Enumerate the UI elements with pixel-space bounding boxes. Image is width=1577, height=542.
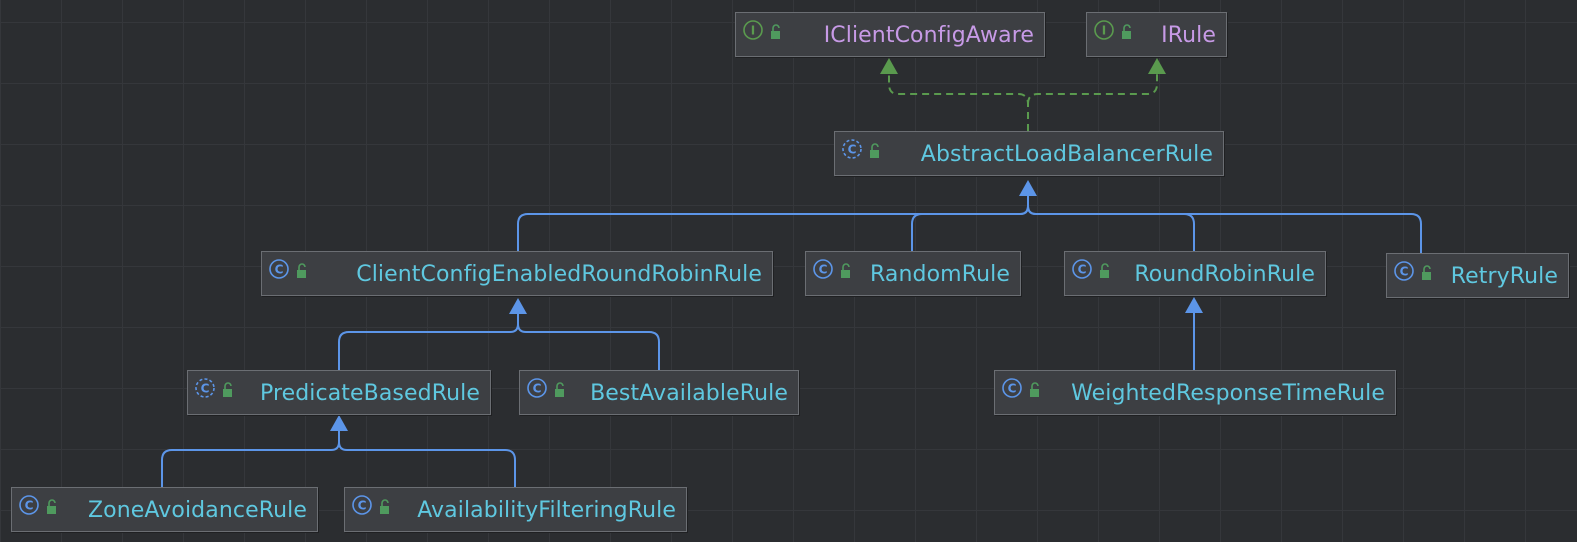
svg-text:C: C: [275, 263, 284, 277]
inheritance-arrowhead: [509, 298, 527, 314]
class-icon: C: [352, 495, 412, 519]
node-label: IRule: [1161, 23, 1216, 48]
lock-icon: [1100, 263, 1109, 278]
node-label: BestAvailableRule: [590, 381, 788, 406]
node-randomrule[interactable]: C RandomRule: [805, 251, 1021, 296]
node-roundrobinrule[interactable]: C RoundRobinRule: [1064, 251, 1326, 296]
svg-text:C: C: [358, 499, 367, 513]
node-abstractloadbalancerrule[interactable]: C AbstractLoadBalancerRule: [834, 131, 1224, 176]
node-weightedresponsetimerule[interactable]: C WeightedResponseTimeRule: [994, 370, 1396, 415]
node-label: PredicateBasedRule: [259, 381, 480, 406]
class-icon: C: [269, 259, 329, 283]
node-label: WeightedResponseTimeRule: [1071, 381, 1385, 406]
node-retryrule[interactable]: C RetryRule: [1386, 253, 1569, 298]
svg-text:C: C: [819, 263, 828, 277]
edge-children-abstractloadbalancerrule: [517, 196, 1422, 253]
class-icon: C: [19, 495, 79, 519]
lock-icon: [223, 382, 232, 397]
node-label: ClientConfigEnabledRoundRobinRule: [356, 262, 762, 287]
edge-abstractloadbalancerrule-iclientconfigaware: [880, 58, 1029, 131]
svg-text:C: C: [1400, 265, 1409, 279]
svg-text:C: C: [25, 499, 34, 513]
svg-text:C: C: [1008, 382, 1017, 396]
class-icon: C: [1002, 378, 1062, 402]
lock-icon: [297, 263, 306, 278]
realization-arrowhead: [880, 58, 898, 74]
node-clientconfigenabledroundrobinrule[interactable]: C ClientConfigEnabledRoundRobinRule: [261, 251, 773, 296]
class-icon: C: [1394, 261, 1454, 285]
node-zoneavoidancerule[interactable]: C ZoneAvoidanceRule: [11, 487, 318, 532]
node-label: ZoneAvoidanceRule: [88, 498, 307, 523]
abstract-class-icon: C: [195, 378, 255, 402]
svg-text:C: C: [848, 143, 857, 157]
class-icon: C: [813, 259, 873, 283]
node-iclientconfigaware[interactable]: I IClientConfigAware: [735, 12, 1045, 57]
lock-icon: [1422, 265, 1431, 280]
inheritance-arrowhead: [1185, 297, 1203, 313]
node-label: AbstractLoadBalancerRule: [920, 142, 1213, 167]
node-irule[interactable]: I IRule: [1086, 12, 1227, 57]
lock-icon: [1122, 24, 1131, 39]
lock-icon: [870, 143, 879, 158]
lock-icon: [47, 499, 56, 514]
node-predicatebasedrule[interactable]: C PredicateBasedRule: [187, 370, 491, 415]
realization-arrowhead: [1148, 58, 1166, 74]
abstract-class-icon: C: [842, 139, 902, 163]
svg-text:C: C: [1078, 263, 1087, 277]
lock-icon: [555, 382, 564, 397]
svg-text:I: I: [751, 24, 755, 38]
node-availabilityfilteringrule[interactable]: C AvailabilityFilteringRule: [344, 487, 687, 532]
node-label: RetryRule: [1450, 264, 1558, 289]
lock-icon: [1030, 382, 1039, 397]
edge-children-clientconfigenabledroundrobinrule: [338, 314, 660, 370]
class-icon: C: [527, 378, 587, 402]
node-label: RandomRule: [870, 262, 1010, 287]
node-label: RoundRobinRule: [1134, 262, 1315, 287]
class-icon: C: [1072, 259, 1132, 283]
lock-icon: [771, 24, 780, 39]
inheritance-arrowhead: [330, 415, 348, 431]
node-label: IClientConfigAware: [823, 23, 1034, 48]
node-label: AvailabilityFilteringRule: [417, 498, 676, 523]
svg-text:C: C: [201, 382, 210, 396]
lock-icon: [841, 263, 850, 278]
interface-icon: I: [743, 20, 803, 44]
inheritance-arrowhead: [1019, 180, 1037, 196]
svg-text:C: C: [533, 382, 542, 396]
edge-children-predicatebasedrule: [161, 431, 516, 487]
edge-abstractloadbalancerrule-irule: [1027, 58, 1166, 105]
interface-icon: I: [1094, 20, 1154, 44]
svg-text:I: I: [1102, 24, 1106, 38]
lock-icon: [380, 499, 389, 514]
node-bestavailablerule[interactable]: C BestAvailableRule: [519, 370, 799, 415]
